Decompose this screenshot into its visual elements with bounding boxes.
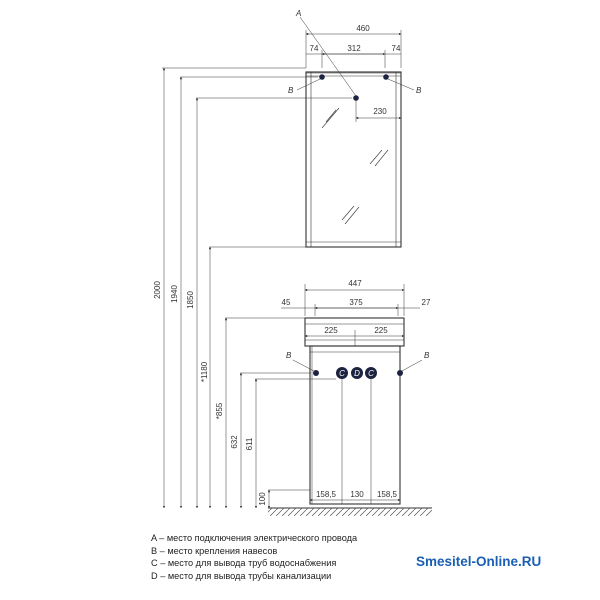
dim-bottom-center: 130 (350, 490, 364, 499)
mount-point-cabinet-right (397, 370, 403, 376)
label-a: A (295, 9, 301, 18)
dim-mirror-mount-span: 312 (347, 44, 361, 53)
height-labels: 2000 1940 1850 *1180 *855 632 611 100 (153, 281, 267, 506)
mirror-cabinet: 460 74 312 74 230 A B B (288, 9, 422, 248)
height-dimensions (162, 67, 352, 509)
legend: A – место подключения электрического про… (151, 532, 411, 582)
legend-item-b: B – место крепления навесов (151, 545, 278, 556)
dim-mirror-side-right: 74 (392, 44, 401, 53)
label-c-right: C (368, 369, 374, 378)
water-point-left (336, 367, 348, 379)
label-b-cabinet-right: B (424, 351, 430, 360)
mount-point-cabinet-left (313, 370, 319, 376)
label-b-mirror-right: B (416, 86, 422, 95)
floor (268, 507, 432, 516)
dim-bottom-right: 158,5 (377, 490, 398, 499)
legend-item-c: C – место для вывода труб водоснабжения (151, 558, 337, 568)
mirror-glare (321, 107, 389, 225)
dim-cabinet-inner: 375 (349, 298, 363, 307)
dim-height-1940: 1940 (170, 285, 179, 303)
drain-point (351, 367, 363, 379)
label-b-cabinet-left: B (286, 351, 292, 360)
water-point-right (365, 367, 377, 379)
dim-height-100: 100 (258, 492, 267, 506)
legend-item-a: A – место подключения электрического про… (151, 533, 358, 543)
dim-height-1180: *1180 (200, 361, 209, 382)
dim-height-611: 611 (245, 437, 254, 450)
brand-watermark: Smesitel-Online.RU (416, 554, 542, 569)
dim-height-632: 632 (230, 435, 239, 449)
dim-cabinet-width: 447 (348, 279, 362, 288)
mount-point-left (319, 74, 325, 80)
label-d: D (354, 369, 360, 378)
dim-height-1850: 1850 (186, 291, 195, 309)
label-c-left: C (339, 369, 345, 378)
label-b-mirror-left: B (288, 86, 294, 95)
dim-height-2000: 2000 (153, 281, 162, 299)
mount-point-right (383, 74, 389, 80)
legend-item-d: D – место для вывода трубы канализации (151, 570, 332, 581)
dim-mirror-side-left: 74 (310, 44, 319, 53)
dim-mirror-outlet-offset: 230 (373, 107, 387, 116)
dim-height-855: *855 (215, 402, 224, 419)
vanity-cabinet: 447 45 375 27 225 225 C D C B B 158, (281, 279, 431, 505)
dim-cabinet-right: 27 (422, 298, 431, 307)
dim-cabinet-left: 45 (282, 298, 291, 307)
dim-cabinet-half-right: 225 (374, 326, 388, 335)
dim-bottom-left: 158,5 (316, 490, 337, 499)
dim-mirror-width: 460 (356, 24, 370, 33)
dim-cabinet-half-left: 225 (324, 326, 338, 335)
electric-outlet-point (353, 95, 359, 101)
